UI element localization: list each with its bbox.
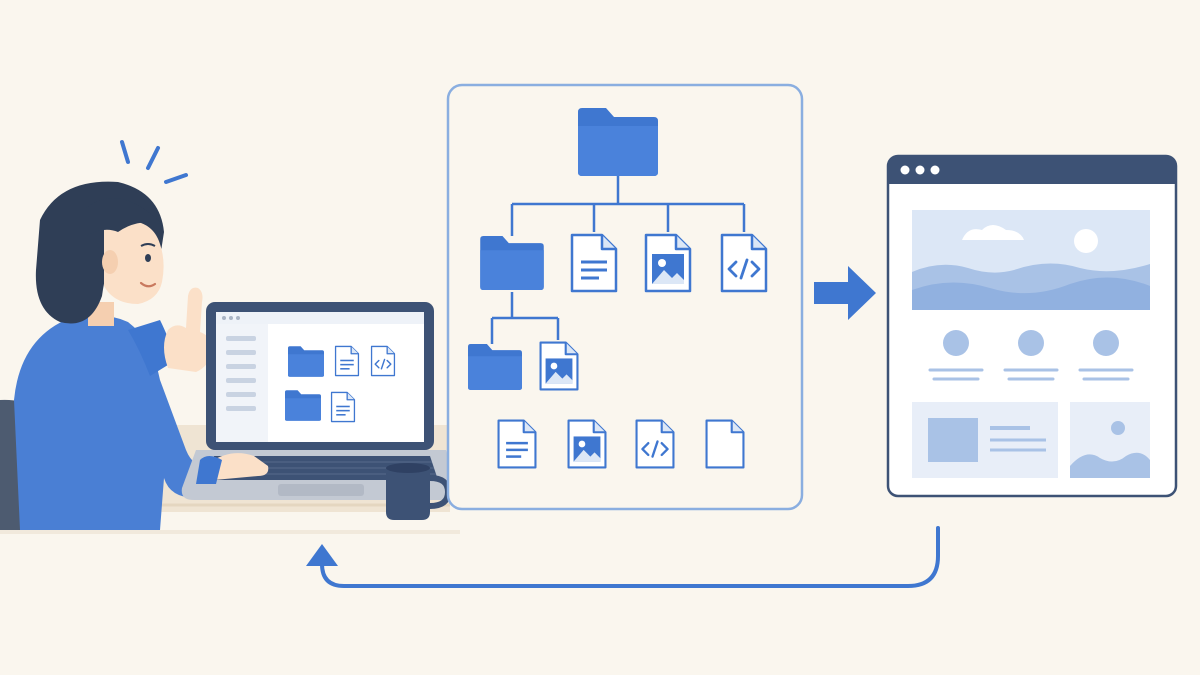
person-body [14, 314, 240, 530]
loose-document-icon [497, 419, 537, 469]
feature-columns [928, 330, 1134, 381]
subfolder-icon [480, 236, 544, 290]
nested-folder-icon [468, 344, 522, 390]
window-dot-icon [930, 165, 940, 175]
excitement-marks [120, 140, 188, 184]
loose-code-file-icon [635, 419, 675, 469]
raised-arm [128, 320, 176, 376]
blank-file-icon [705, 419, 745, 469]
person-at-laptop-illustration [0, 140, 461, 534]
document-icon [570, 233, 618, 293]
window-dot-icon [900, 165, 910, 175]
hero-image [912, 210, 1150, 310]
nested-image-icon [539, 341, 579, 391]
face [104, 220, 164, 304]
feedback-loop-arrow [306, 526, 940, 588]
image-icon [644, 233, 692, 293]
loose-image-icon [567, 419, 607, 469]
root-folder-icon [578, 108, 658, 176]
code-file-icon [720, 233, 768, 293]
right-arrow-icon [814, 266, 876, 320]
content-card [912, 402, 1058, 478]
website-preview-window [886, 154, 1178, 498]
file-tree-panel [446, 83, 804, 511]
window-dot-icon [915, 165, 925, 175]
typing-hand [210, 453, 269, 480]
image-card [1070, 402, 1150, 478]
tree-connectors [490, 176, 746, 344]
pointing-hand [164, 287, 212, 372]
